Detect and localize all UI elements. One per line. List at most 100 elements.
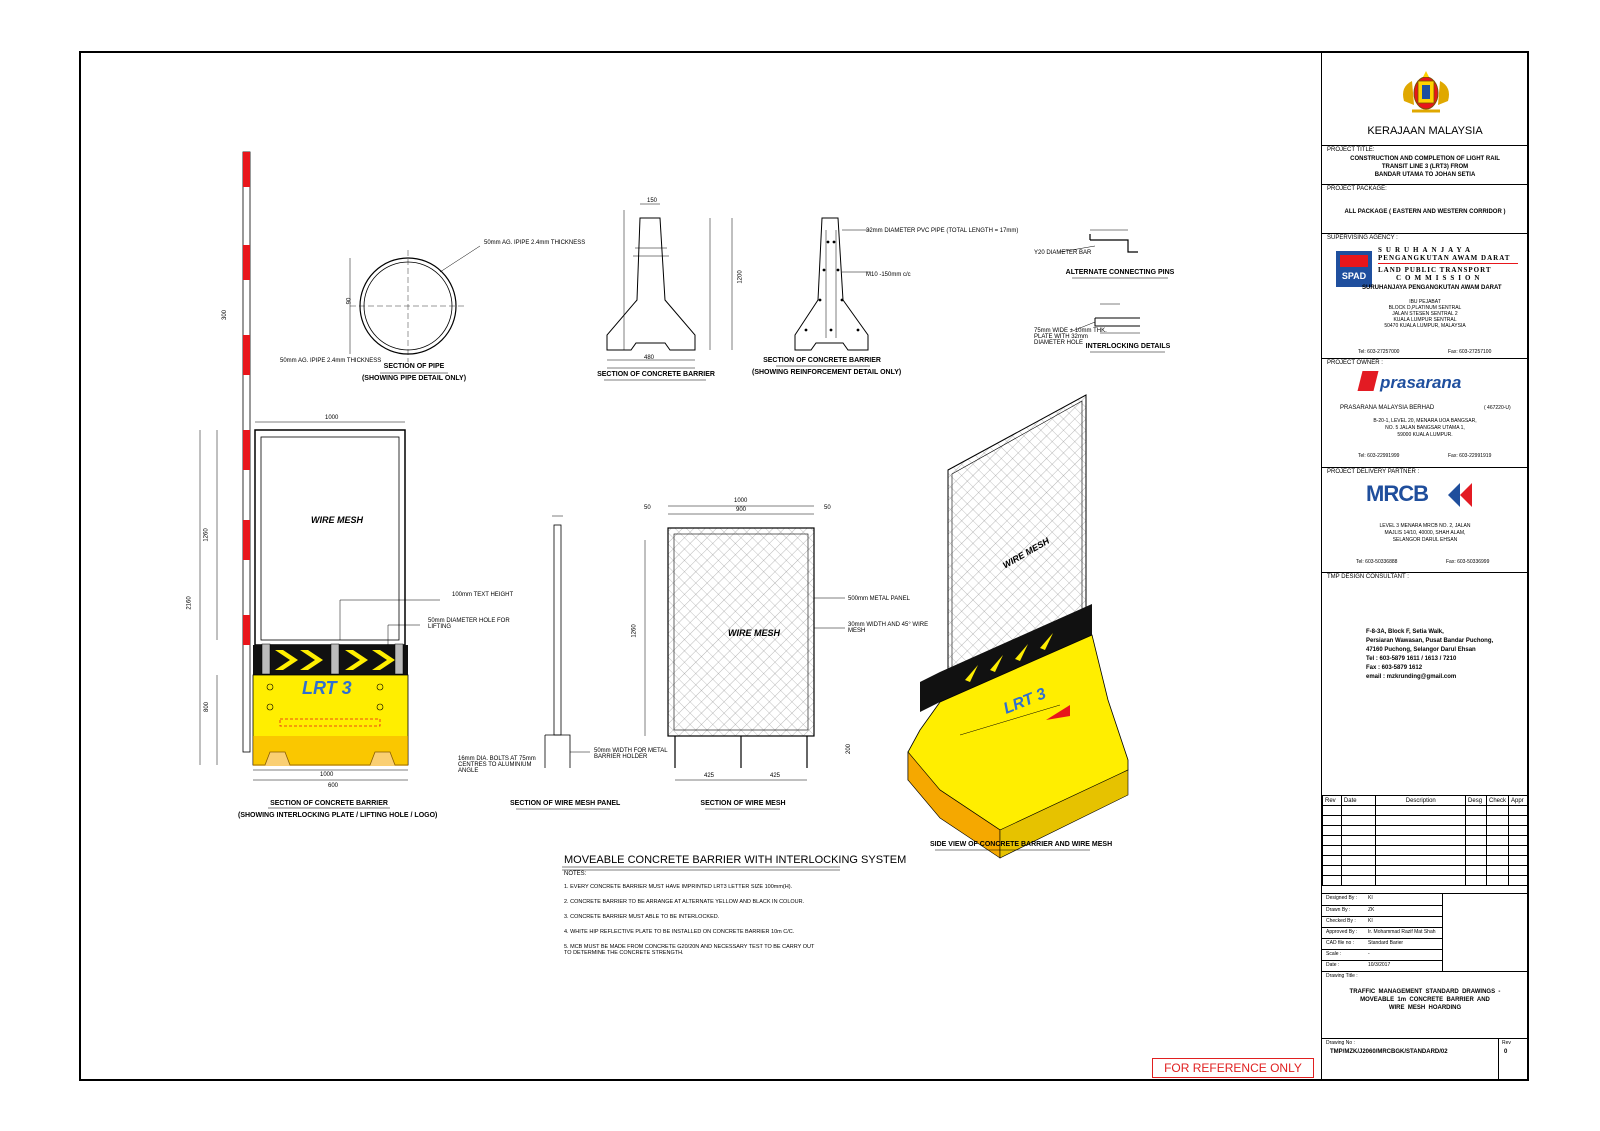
- prasarana-logo-icon: [1357, 371, 1379, 391]
- approved-by-label: Approved By :: [1326, 929, 1358, 935]
- connecting-pin: [1059, 229, 1138, 253]
- wire-spec-label: 30mm WIDTH AND 45° WIRE MESH: [848, 622, 929, 634]
- caption-barrier-reinf: SECTION OF CONCRETE BARRIER: [763, 357, 881, 364]
- plate-label: 75mm WIDE + 10mm THK. PLATE WITH 32mm DI…: [1034, 328, 1107, 346]
- checked-by-label: Checked By :: [1326, 918, 1356, 924]
- malaysia-crest-icon: [1403, 71, 1449, 113]
- dim-label: 425: [770, 773, 781, 779]
- dim-label: 2160: [186, 596, 193, 610]
- pin-bar-label: Y20 DIAMETER BAR: [1034, 250, 1092, 256]
- isometric-barrier-view: [907, 394, 1129, 859]
- caption-side-view: SIDE VIEW OF CONCRETE BARRIER AND WIRE M…: [930, 841, 1113, 848]
- dim-label: 150: [647, 198, 658, 204]
- bolts-label: 16mm DIA. BOLTS AT 75mm CENTRES TO ALUMI…: [458, 756, 536, 774]
- spad-name-line-4: COMMISSION: [1396, 274, 1484, 282]
- prasarana-name: PRASARANA MALAYSIA BERHAD: [1340, 405, 1435, 411]
- tmp-label: TMP DESIGN CONSULTANT :: [1327, 574, 1409, 580]
- rev-header: Description: [1375, 795, 1467, 806]
- date-label: Date :: [1326, 962, 1340, 968]
- interlocking-plate: [1069, 303, 1140, 334]
- dim-label: 1000: [325, 415, 339, 421]
- warning-pole: [242, 151, 251, 753]
- drawing-title: MOVEABLE CONCRETE BARRIER WITH INTERLOCK…: [564, 854, 907, 866]
- drawn-by: ZK: [1368, 907, 1375, 913]
- note-item: 4. WHITE HIP REFLECTIVE PLATE TO BE INST…: [564, 929, 795, 935]
- spad-tel: Tel: 603-27257000: [1358, 349, 1400, 355]
- drawing-title-text: TRAFFIC MANAGEMENT STANDARD DRAWINGS - M…: [1349, 989, 1501, 1011]
- project-title: CONSTRUCTION AND COMPLETION OF LIGHT RAI…: [1350, 156, 1500, 178]
- pvc-pipe-label: 32mm DIAMETER PVC PIPE (TOTAL LENGTH = 1…: [866, 228, 1019, 234]
- revision-table: Rev Date Description Desg Check Appr: [1322, 795, 1528, 886]
- dim-label: 1260: [203, 528, 210, 542]
- pipe-section: [349, 245, 481, 362]
- lrt3-logo-front: LRT 3: [302, 678, 352, 698]
- drawing-no-label: Drawing No :: [1326, 1040, 1355, 1046]
- spad-name-line-2: PENGANGKUTAN AWAM DARAT: [1378, 254, 1511, 262]
- caption-mesh: SECTION OF WIRE MESH: [700, 800, 786, 807]
- barrier-profile: [606, 203, 733, 369]
- note-item: 5. MCB MUST BE MADE FROM CONCRETE G20/20…: [564, 944, 815, 950]
- text-height-label: 100mm TEXT HEIGHT: [452, 592, 514, 598]
- dim-label: 425: [704, 773, 715, 779]
- rev-header: Appr: [1508, 795, 1528, 806]
- drawing-canvas: [199, 151, 1168, 871]
- note-item: 3. CONCRETE BARRIER MUST ABLE TO BE INTE…: [564, 914, 720, 920]
- checked-by: KI: [1368, 918, 1373, 924]
- caption-front-barrier: SECTION OF CONCRETE BARRIER: [270, 800, 388, 807]
- designed-by: KI: [1368, 895, 1373, 901]
- mesh-panel-post: [544, 515, 590, 768]
- scale-label: Scale :: [1326, 951, 1342, 957]
- spad-full-name: SURUHANJAYA PENGANGKUTAN AWAM DARAT: [1362, 285, 1502, 291]
- drawing-number: TMP/MZK/J2060/MRCBGK/STANDARD/02: [1330, 1049, 1448, 1055]
- pdp-label: PROJECT DELIVERY PARTNER :: [1327, 469, 1420, 475]
- mrcb-tel: Tel: 603-50336888: [1356, 559, 1398, 565]
- mrcb-address: LEVEL 3 MENARA MRCB NO. 2, JALAN MAJLIS …: [1379, 523, 1471, 543]
- caption-pipe: SECTION OF PIPE: [383, 363, 445, 370]
- note-item: 1. EVERY CONCRETE BARRIER MUST HAVE IMPR…: [564, 884, 793, 890]
- prasarana-address: B-20-1, LEVEL 20, MENARA UOA BANGSAR, NO…: [1373, 418, 1477, 438]
- spad-logo-text: SPAD: [1341, 271, 1367, 281]
- spad-fax: Fax: 603-27257100: [1448, 349, 1492, 355]
- dim-label: 50: [824, 505, 831, 511]
- prasarana-reg: ( 467220-U): [1484, 405, 1511, 411]
- title-block: KERAJAAN MALAYSIA PROJECT TITLE: CONSTRU…: [1321, 53, 1528, 1079]
- dim-label: 1200: [737, 270, 744, 284]
- designed-by-label: Designed By :: [1326, 895, 1358, 901]
- mrcb-mark-icon: [1448, 483, 1472, 507]
- prasarana-logo: prasarana: [1380, 373, 1462, 392]
- mrcb-logo: MRCB: [1366, 481, 1429, 506]
- dim-label: 1000: [734, 498, 748, 504]
- caption-barrier-reinf-sub: (SHOWING REINFORCEMENT DETAIL ONLY): [752, 369, 902, 376]
- notes-heading: NOTES:: [564, 871, 587, 877]
- dim-label: 600: [328, 783, 339, 789]
- owner-label: PROJECT OWNER :: [1327, 360, 1383, 366]
- dim-label: 300: [222, 309, 229, 321]
- caption-barrier: SECTION OF CONCRETE BARRIER: [597, 371, 715, 378]
- spad-name-line-3: LAND PUBLIC TRANSPORT: [1378, 266, 1492, 274]
- tmp-address: F-8-3A, Block F, Setia Walk, Persiaran W…: [1366, 629, 1494, 680]
- drawing-title-label: Drawing Title :: [1326, 973, 1358, 979]
- pipe-spec-label: 50mm AG. IPIPE 2.4mm THICKNESS: [484, 240, 586, 246]
- wire-mesh-label-front: WIRE MESH: [311, 515, 364, 525]
- dim-label: 900: [736, 507, 747, 513]
- rev-number: 0: [1504, 1049, 1508, 1055]
- dim-label: 200: [846, 743, 853, 755]
- rev-header: Date: [1340, 795, 1377, 806]
- dim-label: 480: [644, 355, 655, 361]
- prasarana-fax: Fax: 603-22991919: [1448, 453, 1492, 459]
- rev-header: Check: [1485, 795, 1510, 806]
- project-package-label: PROJECT PACKAGE:: [1327, 186, 1387, 192]
- dim-label: 800: [204, 701, 211, 713]
- mrcb-fax: Fax: 603-50336999: [1446, 559, 1490, 565]
- drawn-by-label: Drawn By :: [1326, 907, 1351, 913]
- dim-label: 90: [346, 297, 353, 305]
- scale: -: [1368, 951, 1370, 957]
- rev-header: Desg: [1465, 795, 1487, 806]
- spad-name-line-1: SURUHANJAYA: [1378, 246, 1474, 254]
- supervising-label: SUPERVISING AGENCY :: [1327, 235, 1398, 241]
- caption-alt-pins: ALTERNATE CONNECTING PINS: [1065, 269, 1175, 276]
- prasarana-tel: Tel: 603-22991999: [1358, 453, 1400, 459]
- project-package: ALL PACKAGE ( EASTERN AND WESTERN CORRID…: [1344, 209, 1506, 215]
- notes-list: 1. EVERY CONCRETE BARRIER MUST HAVE IMPR…: [564, 884, 844, 965]
- caption-mesh-panel: SECTION OF WIRE MESH PANEL: [510, 800, 621, 807]
